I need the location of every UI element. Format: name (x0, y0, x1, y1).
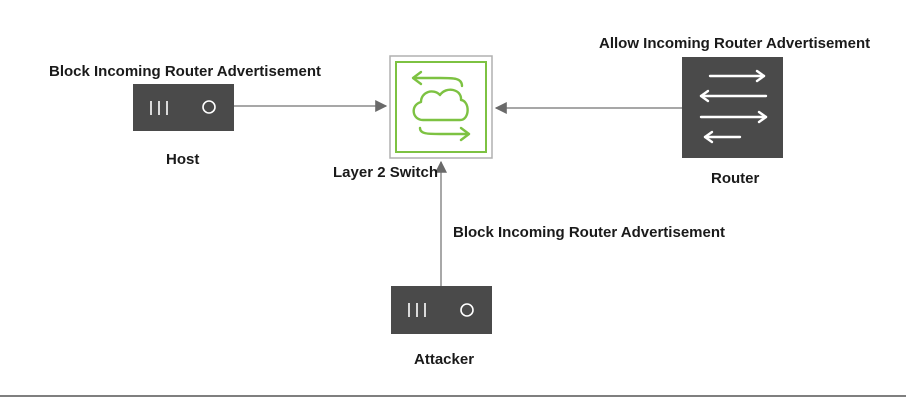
attacker-policy-label: Block Incoming Router Advertisement (453, 224, 725, 241)
router-node (682, 57, 783, 158)
attacker-label: Attacker (414, 351, 474, 368)
cloud-switch-icon (411, 70, 471, 142)
device-power-icon (202, 100, 216, 114)
switch-node (389, 55, 493, 159)
device-power-icon (460, 303, 474, 317)
attacker-node (391, 286, 492, 334)
router-label: Router (711, 170, 759, 187)
attacker-device-icon (391, 286, 492, 334)
host-policy-label: Block Incoming Router Advertisement (49, 63, 321, 80)
switch-label: Layer 2 Switch (333, 164, 438, 181)
host-device-icon (133, 84, 234, 131)
router-policy-label: Allow Incoming Router Advertisement (599, 35, 870, 52)
host-label: Host (166, 151, 199, 168)
router-device-icon (682, 57, 783, 158)
device-slots-icon (408, 303, 426, 317)
router-arrows-icon (699, 69, 768, 144)
device-slots-icon (150, 101, 168, 115)
switch-inner-frame (395, 61, 487, 153)
host-node (133, 84, 234, 131)
